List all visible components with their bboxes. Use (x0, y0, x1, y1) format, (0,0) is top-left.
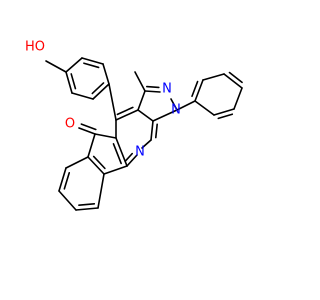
phenyl-bond (233, 87, 243, 110)
phenol-bond-inner (91, 82, 105, 95)
hydroxyl-bond (45, 60, 67, 73)
phenol-bond (71, 92, 94, 100)
indenone-bond (103, 165, 128, 175)
core-bond (115, 109, 139, 121)
indenone-bond (94, 133, 117, 139)
phenyl-bond-inner (217, 113, 234, 120)
phenol-bond-inner (83, 62, 100, 69)
phenyl-bond (213, 108, 235, 116)
benzo-bond-inner (78, 203, 96, 207)
phenyl-bond (202, 73, 225, 81)
bond-layer (45, 57, 243, 211)
core-bond-inner (116, 106, 134, 116)
phenyl-bond (223, 73, 243, 89)
atom-label-n-pyridine: N (135, 145, 145, 160)
indenone-bond (87, 133, 96, 158)
benzo-bond-inner (92, 155, 106, 170)
core-bond (150, 120, 154, 141)
atom-label-o-ketone: O (65, 117, 75, 132)
pyrazole-bond-inner (145, 85, 160, 89)
core-bond (126, 154, 138, 167)
pyrazole-bond (137, 90, 146, 111)
benzo-bond (87, 156, 105, 175)
aryl-link-bond (108, 83, 117, 121)
core-bond-inner (124, 152, 133, 163)
phenol-bond (65, 57, 83, 73)
phenyl-bond-inner (191, 80, 199, 98)
core-bond (141, 139, 152, 149)
pyrazole-bond (144, 90, 161, 93)
n-phenyl-link-bond (176, 100, 196, 111)
atom-label-n-pyrazole-1: N (171, 103, 181, 118)
phenyl-bond-inner (228, 71, 243, 84)
phenyl-bond (194, 100, 215, 116)
benzo-bond (65, 156, 89, 169)
methyl-bond (134, 71, 146, 92)
phenyl-bond (194, 79, 204, 102)
phenol-bond-inner (70, 73, 77, 90)
carbonyl-bond-inner (80, 123, 97, 131)
phenol-bond (92, 83, 110, 100)
phenol-bond (102, 63, 110, 85)
core-bond-inner (112, 143, 122, 165)
benzo-bond (97, 173, 105, 209)
atom-label-o-oh: HO (25, 40, 45, 55)
benzo-bond (58, 167, 67, 192)
phenol-bond (81, 57, 104, 65)
pyrazole-bond (152, 109, 178, 122)
core-bond (137, 109, 154, 122)
atom-label-n-pyrazole-2: N (162, 82, 172, 97)
benzo-bond (75, 207, 99, 211)
benzo-bond (58, 190, 77, 211)
pyrazole-bond (170, 98, 178, 111)
core-bond-inner (154, 123, 158, 139)
core-bond (115, 137, 128, 167)
phenol-bond (65, 71, 73, 94)
carbonyl-bond (78, 127, 96, 135)
benzo-bond-inner (63, 171, 71, 190)
